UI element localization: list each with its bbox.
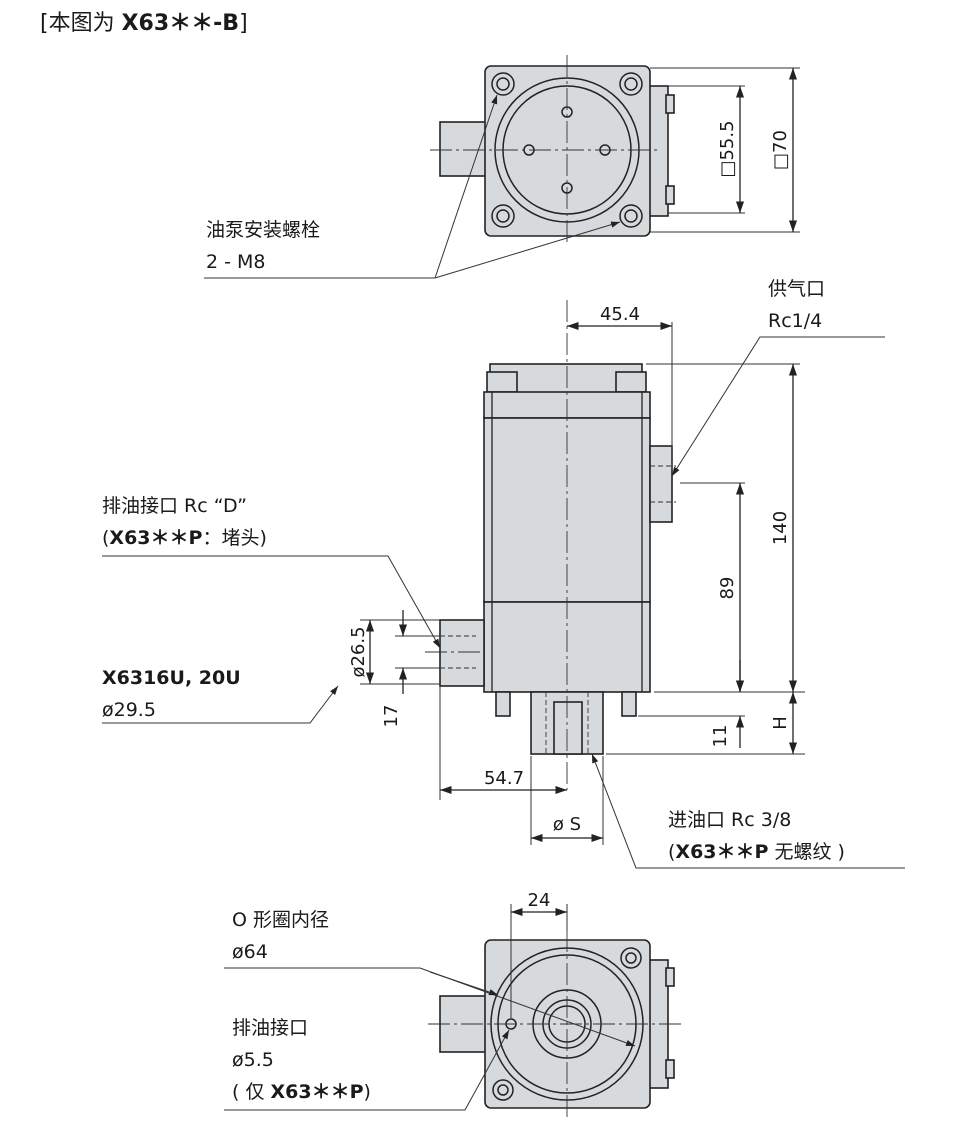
dim-54-7: 54.7 (484, 768, 524, 789)
dim-45-4: 45.4 (600, 304, 640, 325)
dim-11: 11 (710, 725, 731, 748)
dim-24: 24 (528, 890, 551, 911)
bolt-label: 油泵安装螺栓 (206, 219, 320, 241)
dim-26-5: ø26.5 (348, 626, 369, 677)
air-port-label: 供气口 (768, 278, 825, 300)
dim-140: 140 (770, 511, 791, 545)
dim-S: ø S (553, 814, 581, 835)
bottom-view: 24 (224, 890, 682, 1120)
air-port-spec: Rc1/4 (768, 310, 822, 332)
dim-70: □70 (770, 130, 791, 170)
model-note: X6316U, 20U (102, 667, 241, 689)
model-note-dia: ø29.5 (102, 699, 156, 721)
bottom-drain-dia: ø5.5 (232, 1049, 274, 1071)
header-caption: [本图为 X63＊＊-B] (40, 11, 248, 36)
drain-port-note: (X63＊＊P：堵头) (102, 527, 267, 549)
dim-17: 17 (381, 705, 402, 728)
dim-55-5: □55.5 (717, 120, 738, 177)
bottom-drain-label: 排油接口 (232, 1017, 308, 1039)
inlet-label: 进油口 Rc 3/8 (668, 809, 791, 831)
oring-dia: ø64 (232, 941, 268, 963)
dim-H: H (770, 716, 791, 730)
drain-port-label: 排油接口 Rc “D” (102, 495, 247, 517)
oring-label: O 形圈内径 (232, 909, 329, 931)
inlet-note: (X63＊＊P 无螺纹 ) (668, 841, 845, 863)
top-view: □55.5 □70 (204, 55, 800, 279)
bottom-drain-note: ( 仅 X63＊＊P) (232, 1081, 371, 1103)
top-view-housing (484, 65, 651, 237)
dim-89: 89 (717, 577, 738, 600)
bolt-spec: 2 - M8 (206, 251, 266, 273)
side-view: 45.4 140 89 11 H ø26.5 17 54.7 ø S (102, 300, 905, 869)
